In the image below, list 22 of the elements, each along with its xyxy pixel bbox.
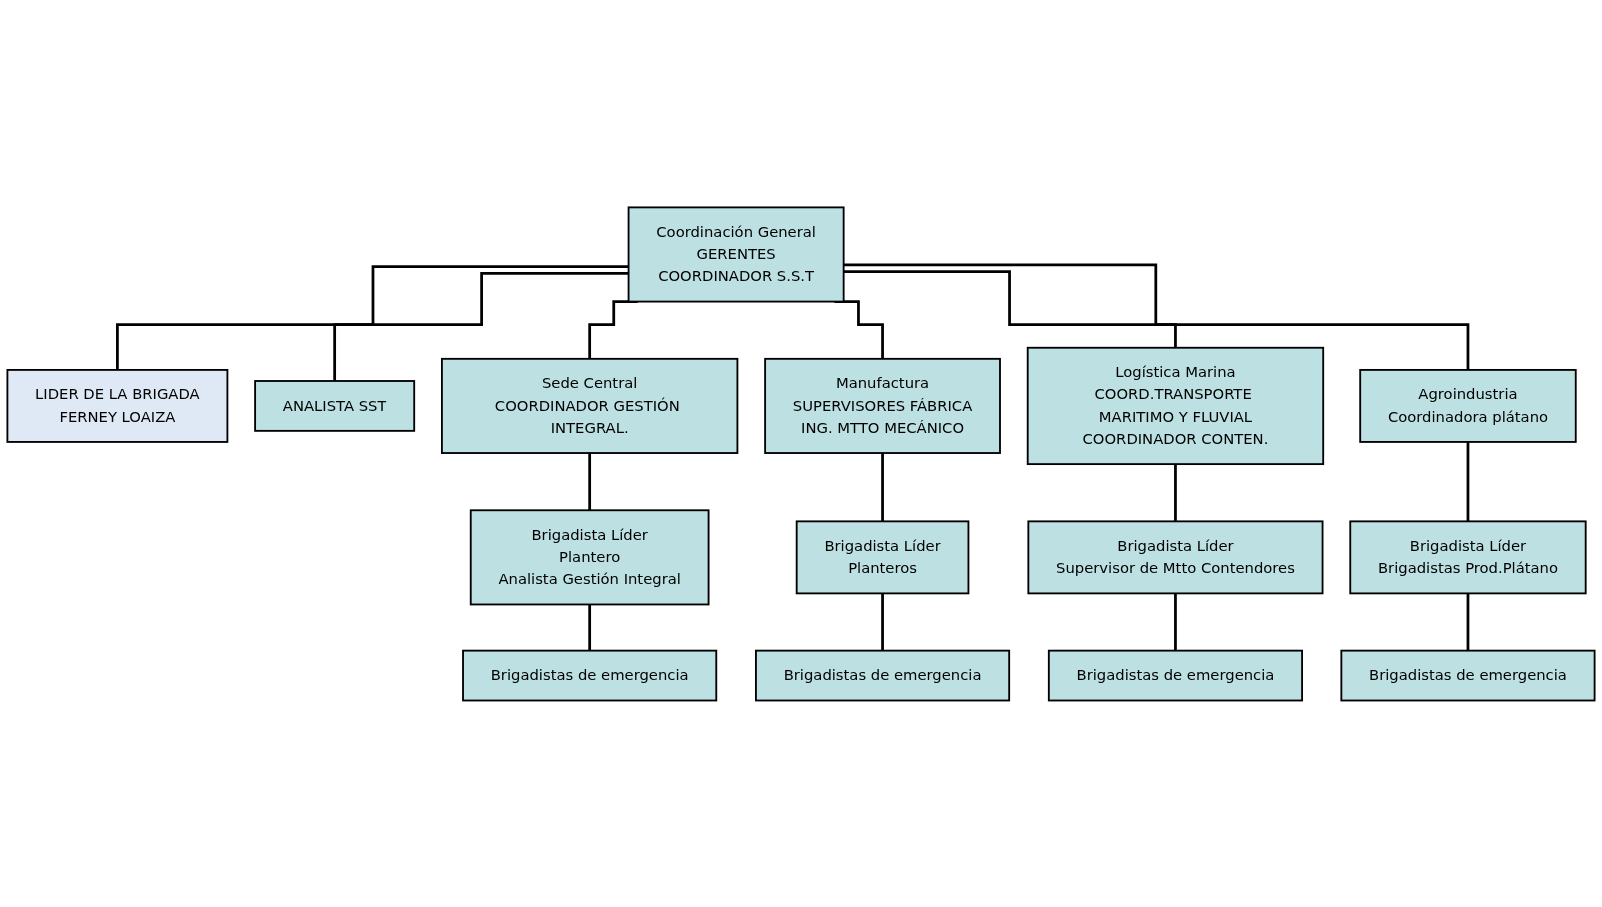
connector	[1174, 591, 1177, 652]
node-box: Brigadistas de emergencia	[462, 649, 718, 701]
node-box: Logística Marina COORD.TRANSPORTE MARITIMO Y FLUVIAL COORDINADOR CONTEN.	[1026, 346, 1325, 465]
node-box: Brigadista Líder Brigadistas Prod.Plátano	[1349, 519, 1587, 594]
node-box: Agroindustria Coordinadora plátano	[1359, 368, 1577, 443]
connector	[881, 591, 884, 652]
node-box: ANALISTA SST	[254, 379, 416, 432]
connector	[1466, 591, 1470, 652]
node-box: Brigadistas de emergencia	[755, 649, 1011, 701]
node-box: Manufactura SUPERVISORES FÁBRICA ING. MTTO MECÁNICO	[764, 357, 1001, 454]
node-box: LIDER DE LA BRIGADA FERNEY LOAIZA	[6, 368, 229, 443]
connector	[333, 271, 629, 382]
connector	[116, 264, 629, 371]
node-box: Brigadistas de emergencia	[1047, 649, 1303, 701]
node-box: Coordinación General GERENTES COORDINADOR S.S.T	[627, 206, 845, 303]
connector	[843, 269, 1177, 349]
node-box: Brigadista Líder Plantero Analista Gestión Integral	[469, 508, 710, 605]
node-box: Brigadista Líder Supervisor de Mtto Contendores	[1027, 519, 1324, 594]
node-box: Brigadista Líder Planteros	[795, 519, 970, 594]
connector	[843, 262, 1470, 371]
node-box: Brigadistas de emergencia	[1340, 649, 1596, 701]
node-box: Sede Central COORDINADOR GESTIÓN INTEGRAL.	[441, 357, 739, 454]
